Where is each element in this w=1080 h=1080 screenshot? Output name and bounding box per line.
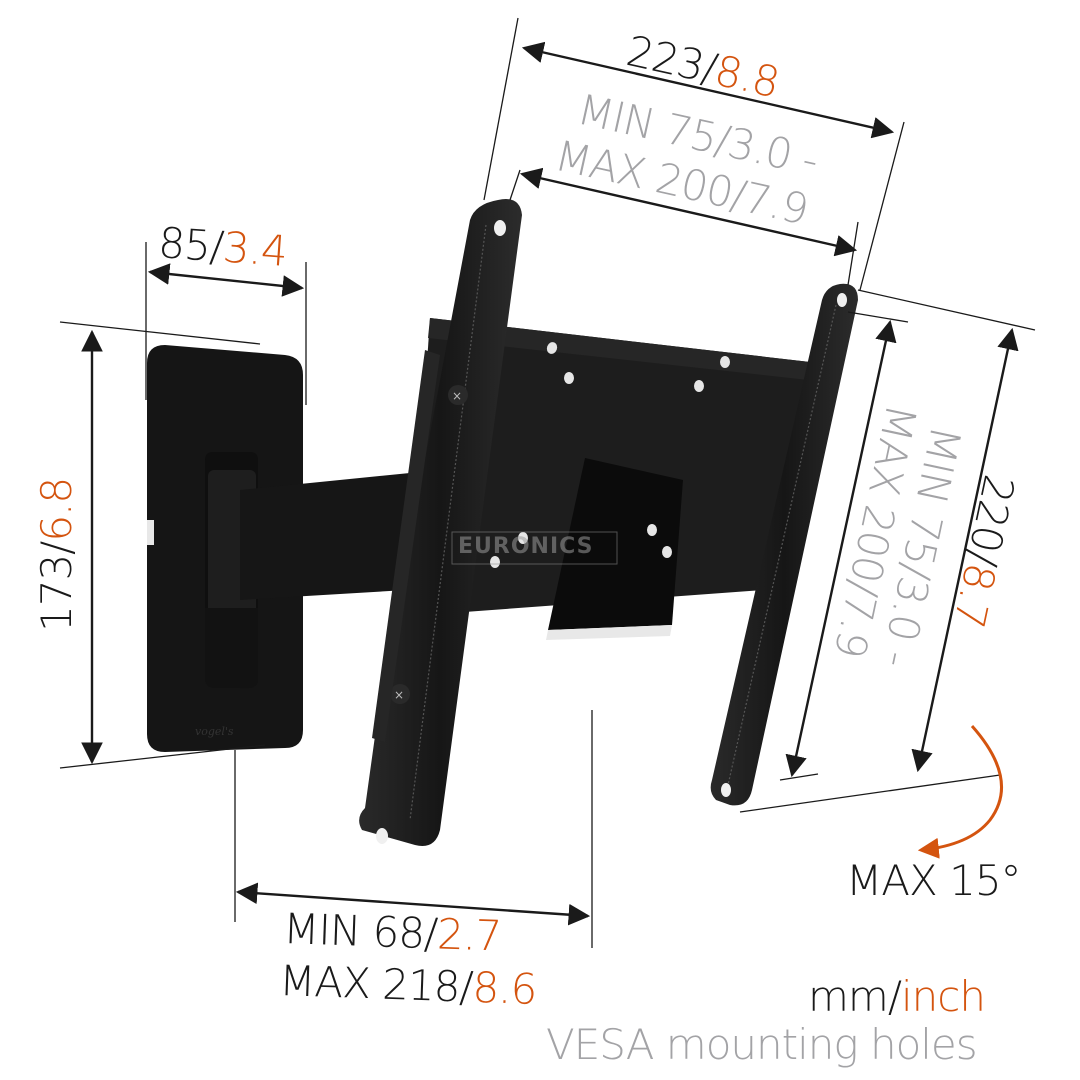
label-wall-plate-height: 173/6.8 [32, 477, 81, 632]
legend-vesa-note: VESA mounting holes [546, 1020, 978, 1069]
dim-wall-distance [234, 710, 593, 948]
dim-vesa-horizontal [509, 167, 859, 286]
swing-arm [240, 470, 440, 600]
legend-units: mm/inch [808, 972, 986, 1021]
label-wall-distance-max: MAX 218/8.6 [278, 956, 538, 1014]
dim-wall-plate-width [145, 242, 307, 405]
vesa-plate [410, 318, 810, 640]
dim-total-height [739, 289, 1036, 813]
vesa-holes [490, 342, 730, 568]
euronics-watermark [451, 531, 618, 565]
dim-wall-plate-height [59, 321, 266, 769]
label-tilt: MAX 15° [846, 856, 1022, 905]
dim-total-width [483, 17, 905, 291]
wall-plate: vogel's [147, 345, 303, 752]
svg-text:×: × [394, 688, 404, 702]
tilt-arrow [917, 725, 1004, 859]
label-wall-plate-width: 85/3.4 [156, 218, 289, 276]
watermark-text: EURONICS [458, 534, 594, 559]
svg-text:×: × [452, 389, 462, 403]
brand-logo: vogel's [195, 725, 234, 738]
dim-vesa-vertical [779, 311, 909, 781]
left-vertical-rail: × × [359, 199, 522, 846]
label-wall-distance-min: MIN 68/2.7 [282, 904, 502, 961]
